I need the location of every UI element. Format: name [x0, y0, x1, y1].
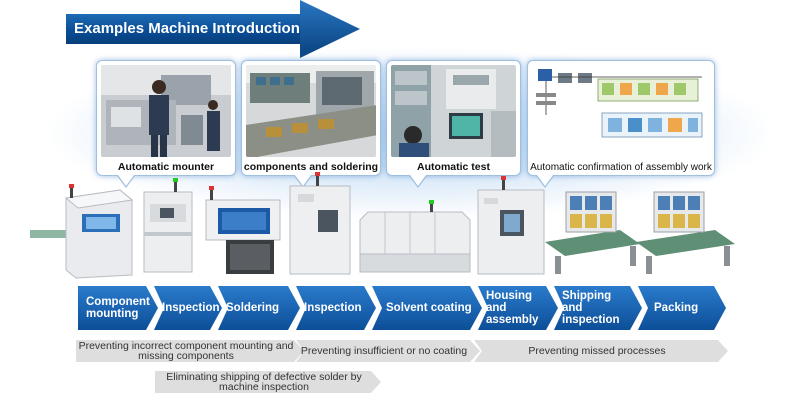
process-step: Solvent coating — [372, 286, 482, 330]
process-step: Inspection — [296, 286, 376, 330]
assembly-line-photo — [246, 65, 376, 157]
process-step-label: Component mounting — [86, 296, 150, 320]
conveyor — [30, 230, 70, 238]
page-title-text: Examples Machine Introduction — [74, 20, 300, 37]
page-title: Examples Machine Introduction — [66, 14, 316, 44]
process-step: Housing and assembly — [478, 286, 558, 330]
machine-inspection-1 — [143, 178, 193, 273]
machine-inspection-2 — [289, 172, 351, 275]
callout-automatic-mounter: Automatic mounter — [96, 60, 236, 188]
production-line-machines — [30, 172, 735, 279]
process-step: Packing — [638, 286, 726, 330]
prevention-bar: Eliminating shipping of defective solder… — [155, 371, 381, 393]
prevention-bar: Preventing insufficient or no coating — [296, 340, 480, 362]
callout-caption: Automatic test — [417, 161, 490, 173]
system-diagram-photo — [532, 65, 710, 157]
process-step-label: Packing — [654, 302, 699, 314]
factory-worker-photo — [101, 65, 231, 157]
process-step-label: Soldering — [226, 302, 280, 314]
process-step-label: Inspection — [304, 302, 362, 314]
process-step-label: Inspection — [162, 302, 220, 314]
prevention-label: Preventing insufficient or no coating — [300, 345, 468, 357]
process-step: Component mounting — [78, 286, 158, 330]
process-step-label: Housing and assembly — [486, 290, 539, 326]
callout-caption: Automatic mounter — [117, 161, 215, 173]
process-step: Soldering — [218, 286, 300, 330]
machine-solvent-coating — [359, 200, 471, 273]
prevention-label: Preventing incorrect component mounting … — [78, 340, 294, 362]
prevention-bar: Preventing missed processes — [474, 340, 728, 362]
callout-assembly-confirmation: Automatic confirmation of assembly work — [527, 60, 715, 188]
process-step-label: Shipping and inspection — [562, 290, 620, 326]
title-arrow-icon — [300, 0, 360, 58]
prevention-label: Preventing missed processes — [528, 345, 666, 357]
process-step: Inspection — [154, 286, 222, 330]
test-station-photo — [391, 65, 516, 157]
process-step-label: Solvent coating — [386, 302, 472, 314]
process-step: Shipping and inspection — [554, 286, 642, 330]
callout-caption: components and soldering — [243, 161, 379, 173]
callout-automatic-test: Automatic test — [386, 60, 521, 188]
prevention-label: Eliminating shipping of defective solder… — [166, 371, 362, 393]
machine-packing-rack — [636, 191, 735, 274]
machine-soldering — [205, 186, 281, 274]
prevention-bar: Preventing incorrect component mounting … — [76, 340, 304, 362]
callout-caption: Automatic confirmation of assembly work — [530, 162, 712, 173]
callout-components-soldering: components and soldering — [241, 60, 381, 188]
machine-mounter — [64, 184, 134, 279]
machine-housing-assembly — [477, 176, 545, 275]
machine-shipping-rack — [545, 191, 640, 274]
